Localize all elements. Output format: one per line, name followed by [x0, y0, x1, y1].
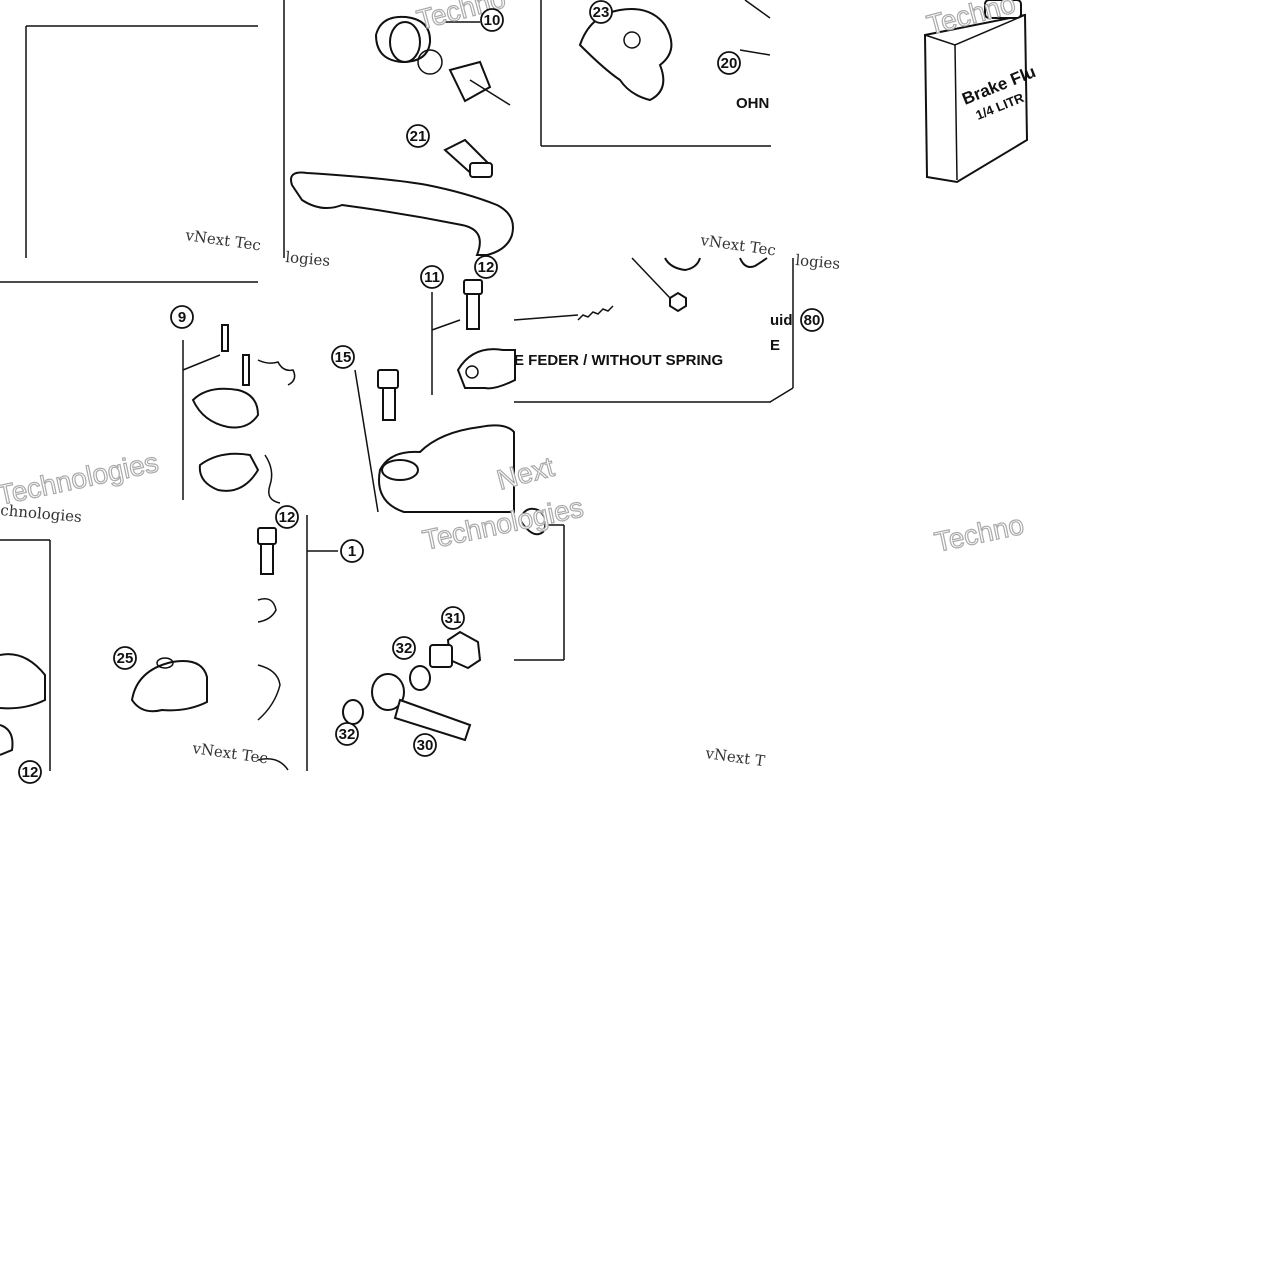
callout-circle — [18, 760, 42, 784]
callout-number: 15 — [335, 349, 352, 366]
part-30-hose — [371, 673, 472, 742]
callout-circle — [717, 51, 741, 75]
callout-circle — [392, 636, 416, 660]
callout-12: 12 — [18, 760, 42, 784]
part-15-pin — [354, 369, 399, 513]
callout-circle — [413, 733, 437, 757]
part-11-bolt — [431, 279, 483, 395]
callout-number: 12 — [22, 764, 39, 781]
callout-number: 80 — [804, 312, 821, 329]
callout-number: 9 — [178, 309, 186, 326]
callout-23: 23 — [589, 0, 613, 24]
callout-group: 10 23 20 21 11 12 9 15 80 12 1 25 31 32 32 30 12 — [18, 0, 824, 784]
label-ohne: OHN — [736, 95, 769, 112]
callout-number: 23 — [593, 4, 610, 21]
callout-21: 21 — [406, 124, 430, 148]
callout-11: 11 — [420, 265, 444, 289]
callout-number: 32 — [339, 726, 356, 743]
label-e: E — [770, 337, 780, 354]
callout-number: 11 — [424, 269, 440, 286]
callout-15: 15 — [331, 345, 355, 369]
part-23-clamp — [578, 8, 673, 102]
callout-10: 10 — [480, 8, 504, 32]
part-32-washer-lower — [342, 699, 364, 725]
part-31-banjo-bolt — [429, 630, 482, 670]
callout-circle — [335, 722, 359, 746]
part-21-adjuster — [443, 138, 493, 179]
watermark-logies-2: logies — [795, 251, 841, 273]
callout-circle — [800, 308, 824, 332]
callout-25: 25 — [113, 646, 137, 670]
part-lever — [290, 171, 514, 256]
callout-number: 10 — [484, 12, 501, 29]
callout-31: 31 — [441, 606, 465, 630]
part-nut — [631, 257, 768, 313]
callout-12: 12 — [275, 505, 299, 529]
callout-80: 80 — [800, 308, 824, 332]
callout-30: 30 — [413, 733, 437, 757]
callout-number: 31 — [445, 610, 462, 627]
watermark-vnext-3: vNext Tec — [190, 739, 269, 768]
part-spring — [513, 305, 614, 321]
callout-circle — [474, 255, 498, 279]
callout-number: 32 — [396, 640, 413, 657]
part-left-edge — [0, 653, 46, 756]
part-9-reservoir-cover — [182, 324, 296, 504]
label-without-spring: E FEDER / WITHOUT SPRING — [514, 352, 723, 369]
watermark-vnext-2: vNext Tec — [698, 231, 777, 260]
callout-20: 20 — [717, 51, 741, 75]
watermark-logies-1: logies — [285, 248, 331, 270]
callout-1: 1 — [340, 539, 364, 563]
watermark-vnext-1: vNext Tec — [183, 226, 262, 255]
watermark-technologies-2: Technologies — [0, 447, 161, 511]
watermark-vnext-4: vNext T — [703, 744, 766, 770]
tile-borders — [0, 0, 794, 771]
callout-circle — [340, 539, 364, 563]
callout-circle — [331, 345, 355, 369]
callout-32: 32 — [392, 636, 416, 660]
callout-circle — [441, 606, 465, 630]
callout-circle — [170, 305, 194, 329]
callout-circle — [589, 0, 613, 24]
callout-number: 12 — [478, 259, 495, 276]
part-12-bolt-lower — [257, 527, 289, 771]
callout-number: 1 — [348, 543, 356, 560]
callout-circle — [420, 265, 444, 289]
callout-circle — [113, 646, 137, 670]
callout-circle — [480, 8, 504, 32]
part-25-clamp — [130, 657, 208, 713]
part-master-cylinder — [378, 424, 547, 536]
callout-circle — [406, 124, 430, 148]
part-brake-fluid-jug — [923, 0, 1029, 184]
part-clamp-half — [456, 348, 516, 390]
part-10-cap — [374, 15, 511, 106]
callout-12: 12 — [474, 255, 498, 279]
callout-number: 21 — [410, 128, 427, 145]
label-fluid: uid — [770, 312, 793, 329]
callout-number: 20 — [721, 55, 738, 72]
callout-9: 9 — [170, 305, 194, 329]
callout-32: 32 — [335, 722, 359, 746]
part-32-washer-upper — [409, 665, 431, 691]
watermark-techno-right: Techno — [932, 509, 1027, 558]
callout-number: 12 — [279, 509, 296, 526]
callout-number: 30 — [417, 737, 434, 754]
callout-number: 25 — [117, 650, 134, 667]
callout-circle — [275, 505, 299, 529]
